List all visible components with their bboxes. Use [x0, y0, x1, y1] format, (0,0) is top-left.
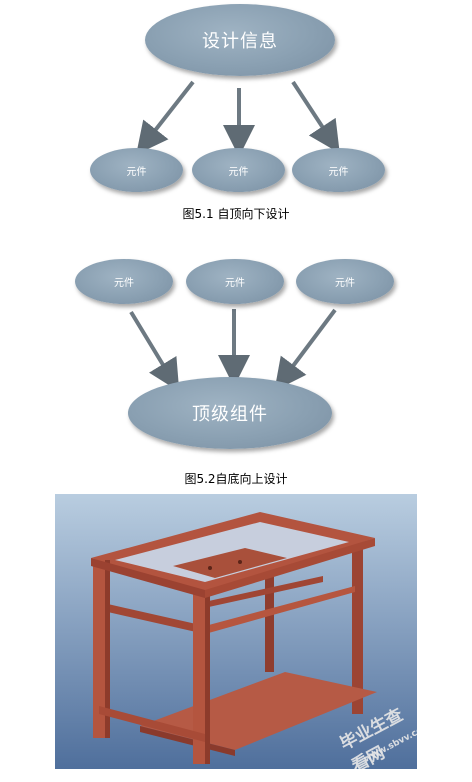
component-label: 元件	[335, 278, 355, 289]
component-label: 元件	[114, 278, 134, 289]
component-label: 元件	[328, 166, 349, 178]
design-info-node: 设计信息	[145, 4, 335, 76]
arrow-left	[129, 310, 180, 392]
figure-5-1-caption: 图5.1 自顶向下设计	[182, 207, 290, 221]
component-node-1: 元件	[90, 148, 183, 192]
top-down-arrows	[136, 80, 340, 157]
table-frame-render: 毕业生查看网 www.sbvv.com	[55, 494, 417, 769]
component-label: 元件	[228, 166, 249, 178]
arrow-left	[136, 80, 195, 155]
component-node-3: 元件	[292, 148, 385, 192]
arrow-right	[291, 80, 340, 154]
component-node-2: 元件	[186, 259, 284, 304]
component-label: 元件	[225, 278, 245, 289]
design-info-label: 设计信息	[202, 31, 278, 52]
top-level-assembly-label: 顶级组件	[192, 404, 268, 425]
component-node-3: 元件	[296, 259, 394, 304]
table-frame-image	[55, 494, 417, 769]
component-node-2: 元件	[192, 148, 285, 192]
arrow-right	[274, 308, 337, 391]
top-level-assembly-node: 顶级组件	[128, 377, 332, 449]
component-label: 元件	[126, 166, 147, 178]
component-node-1: 元件	[75, 259, 173, 304]
figure-5-2-caption: 图5.2自底向上设计	[184, 472, 288, 486]
bottom-up-arrows	[129, 308, 337, 392]
